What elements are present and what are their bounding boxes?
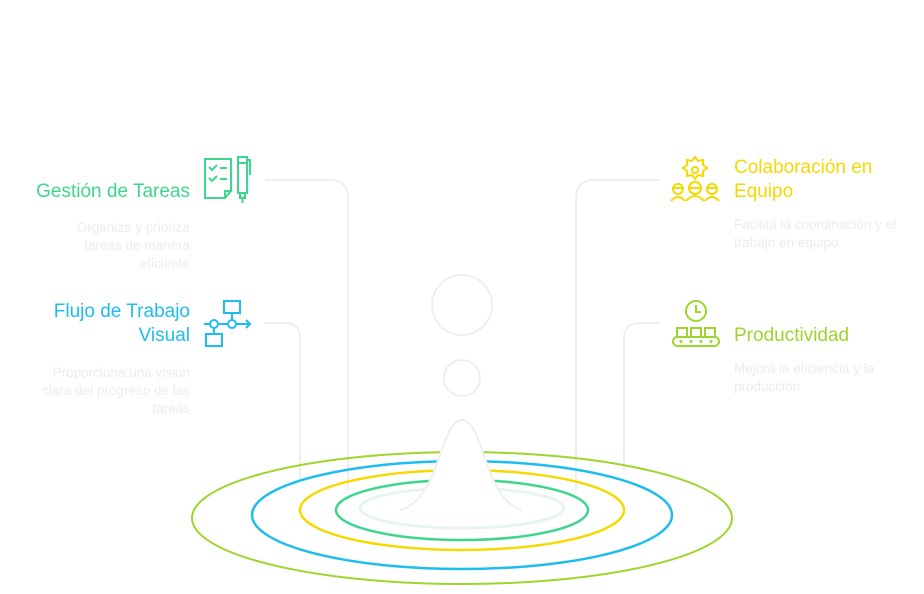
connector-line	[623, 322, 660, 470]
droplet	[399, 418, 523, 511]
connector-line	[265, 179, 349, 490]
item-desc-flujo: Proporciona una visión clara del progres…	[42, 365, 190, 416]
checklist-pen-icon	[204, 156, 251, 203]
workflow-icon	[204, 300, 252, 347]
item-title-flujo: Flujo de Trabajo Visual	[53, 301, 190, 346]
connector-line	[265, 322, 301, 482]
conveyor-clock-icon	[672, 300, 720, 347]
item-title-colaboracion: Colaboración en Equipo	[734, 157, 873, 202]
bubble-small	[443, 359, 481, 397]
item-desc-productividad: Mejora la eficiencia y la producción	[734, 361, 875, 394]
bubble-large	[431, 274, 493, 336]
connector-line	[575, 179, 660, 490]
item-title-productividad: Productividad	[734, 325, 850, 346]
item-desc-gestion: Organiza y prioriza tareas de manera efi…	[76, 220, 190, 271]
item-desc-colaboracion: Facilita la coordinación y el trabajo en…	[734, 217, 897, 250]
item-title-gestion: Gestión de Tareas	[36, 181, 190, 202]
team-gear-icon	[670, 155, 720, 202]
